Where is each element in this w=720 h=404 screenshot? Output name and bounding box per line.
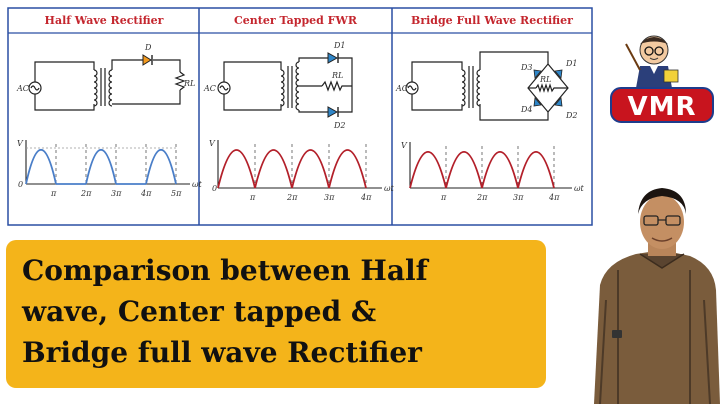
diode-d1-symbol (554, 69, 563, 79)
tick-label: 4π (360, 193, 372, 202)
bridge-circuit (405, 51, 569, 121)
waveform-pulse (445, 151, 483, 189)
diode-d1-symbol (327, 52, 339, 64)
diode-d2-label: D2 (565, 111, 578, 120)
diode-label: D (144, 43, 152, 52)
tick-label: 3π (513, 193, 524, 202)
tick-label: 3π (324, 193, 335, 202)
waveform-pulse (85, 149, 117, 185)
transformer-primary (93, 69, 98, 107)
headline-banner: Comparison between Half wave, Center tap… (6, 240, 546, 388)
origin-label: 0 (212, 184, 217, 193)
source-label: AC (395, 84, 408, 93)
y-axis-label: V (17, 139, 24, 148)
center-tapped-circuit (217, 57, 353, 113)
presenter-photo (594, 188, 720, 404)
x-axis-label: ωt (384, 184, 395, 193)
tick-label: 2π (286, 193, 298, 202)
headline-line-1: Comparison between Half (22, 254, 428, 287)
panel-title-half-wave: Half Wave Rectifier (44, 14, 164, 27)
tick-label: 4π (548, 193, 560, 202)
waveform-pulse (517, 151, 555, 189)
waveform-pulse (25, 149, 57, 185)
tick-label: 2π (476, 193, 488, 202)
half-wave-output-graph: Vωt 0 π 2π 3π 4π 5π (17, 139, 203, 198)
source-label: AC (16, 84, 29, 93)
diagram-frame (7, 7, 593, 226)
diode-d3-symbol (533, 69, 542, 79)
transformer-secondary (476, 69, 481, 107)
transformer-secondary (295, 61, 300, 111)
load-resistor (321, 80, 352, 92)
vmr-logo: VMR (610, 87, 714, 123)
source-label: AC (203, 84, 216, 93)
y-axis-label: V (401, 141, 408, 150)
headline-text: Comparison between Half wave, Center tap… (22, 250, 542, 373)
waveform-pulse (409, 151, 447, 189)
panel-title-center-tapped: Center Tapped FWR (234, 14, 357, 27)
waveform-pulse (291, 149, 330, 189)
waveform-pulse (328, 149, 367, 189)
cartoon-teacher-mascot (625, 35, 679, 88)
tick-label: π (50, 189, 57, 198)
bridge-output-graph: Vωt π 2π 3π 4π (401, 141, 585, 202)
x-axis-label: ωt (574, 184, 585, 193)
load-label: RL (183, 79, 195, 88)
origin-label: 0 (18, 180, 23, 189)
transformer-secondary (108, 69, 113, 107)
headline-line-3: Bridge full wave Rectifier (22, 336, 422, 369)
tick-label: 2π (80, 189, 92, 198)
panel-title-bridge: Bridge Full Wave Rectifier (411, 14, 573, 27)
diode-d2-label: D2 (333, 121, 346, 130)
diode-d1-label: D1 (565, 59, 578, 68)
diode-d3-label: D3 (520, 63, 533, 72)
diode-d4-label: D4 (520, 105, 533, 114)
diode-d4-symbol (533, 97, 542, 107)
center-tapped-output-graph: Vωt 0 π 2π 3π 4π (209, 139, 395, 202)
tick-label: 4π (140, 189, 152, 198)
diode-d1-label: D1 (333, 41, 346, 50)
bridge-diamond (527, 63, 569, 113)
transformer-primary (280, 69, 285, 107)
waveform-pulse (481, 151, 519, 189)
load-resistor (535, 83, 568, 93)
waveform-pulse (145, 149, 177, 185)
diode-d-symbol (142, 54, 152, 66)
tick-label: 5π (171, 189, 182, 198)
x-axis-label: ωt (192, 180, 203, 189)
waveform-pulse (217, 149, 256, 189)
tick-label: π (249, 193, 256, 202)
y-axis-label: V (209, 139, 216, 148)
load-resistor (174, 71, 186, 91)
diode-d2-symbol (327, 106, 339, 118)
load-label: RL (331, 71, 343, 80)
diode-d2-symbol (554, 97, 563, 107)
half-wave-circuit (28, 59, 186, 111)
transformer-primary (461, 69, 466, 107)
headline-line-2: wave, Center tapped & (22, 295, 377, 328)
tick-label: 3π (111, 189, 122, 198)
waveform-pulse (254, 149, 293, 189)
tick-label: π (440, 193, 447, 202)
load-label: RL (539, 75, 551, 84)
